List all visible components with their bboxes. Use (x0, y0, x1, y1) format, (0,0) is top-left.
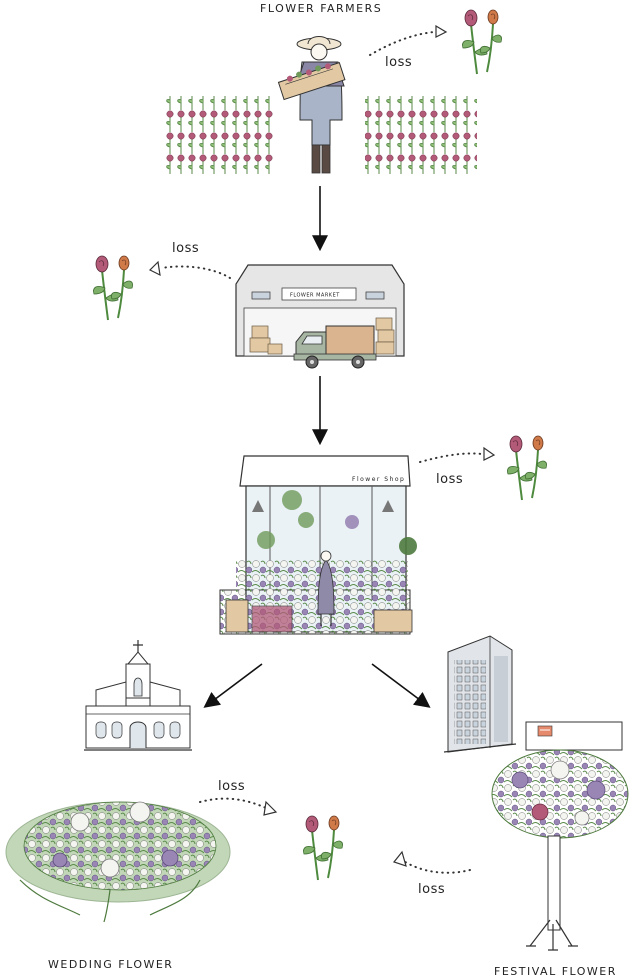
loss-arrowhead (483, 446, 496, 461)
label-wedding-flower: WEDDING FLOWER (48, 958, 173, 971)
loss-arrowhead (263, 800, 278, 816)
flower-field-left (165, 96, 275, 174)
flower-field-right (365, 96, 477, 174)
tower-icon (443, 635, 517, 753)
loss-label-shop: loss (436, 472, 463, 487)
loss-label-farmers: loss (385, 55, 412, 70)
shop-icon: Flower Shop (219, 455, 417, 635)
loss-path-festival (401, 859, 471, 874)
rose-pair-icon (302, 815, 344, 881)
loss-label-market: loss (172, 241, 199, 256)
flow-arrow-to-church (203, 663, 263, 708)
loss-arrowhead (148, 260, 161, 277)
loss-label-festival: loss (418, 882, 445, 897)
loss-arrowhead (392, 850, 407, 867)
church-icon (84, 640, 192, 751)
loss-path-wedding (199, 797, 267, 809)
truck-icon (293, 325, 377, 369)
loss-arrowhead (435, 24, 448, 38)
flow-arrow-to-tower (371, 663, 431, 708)
shop-sign: Flower Shop (352, 476, 405, 483)
label-festival-flower: FESTIVAL FLOWER (494, 965, 617, 978)
flower-field-icon (365, 96, 477, 174)
rose-pair-icon (461, 9, 503, 75)
market-sign: FLOWER MARKET (290, 293, 340, 299)
loss-label-wedding: loss (218, 779, 245, 794)
rose-pair-icon (92, 255, 134, 321)
rose-pair-icon (506, 435, 548, 501)
bouquet-icon (5, 801, 231, 923)
label-flower-farmers: FLOWER FARMERS (260, 2, 382, 15)
loss-path-farmers (369, 31, 435, 56)
flower-stand-icon (491, 721, 629, 951)
flower-field-icon (165, 96, 275, 174)
loss-path-market (161, 265, 231, 279)
farmer-icon (277, 36, 346, 174)
loss-path-shop (419, 452, 483, 463)
